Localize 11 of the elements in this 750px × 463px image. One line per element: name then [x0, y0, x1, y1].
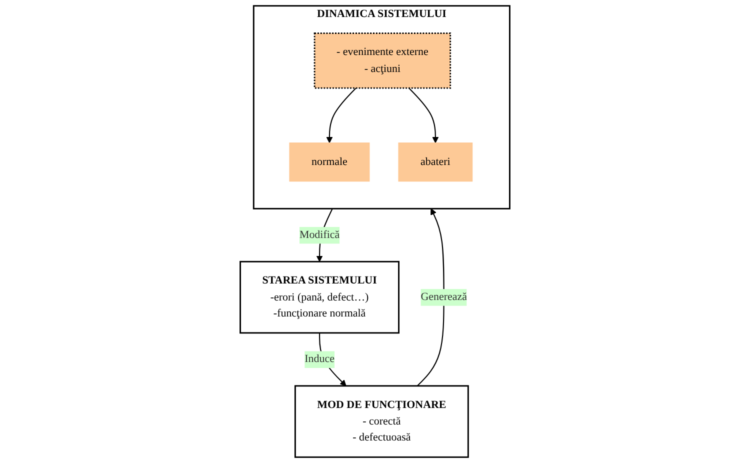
node-box: normale: [289, 142, 370, 182]
edge-label: Modifică: [299, 229, 340, 241]
node-box: - evenimente externe - acţiuni: [314, 32, 452, 89]
arrow: [326, 88, 356, 144]
arrow: [416, 208, 444, 386]
node-box: abateri: [398, 142, 473, 182]
edge-label: Generează: [420, 291, 467, 303]
node-box: MOD DE FUNCŢIONARE - corectă - defectuoasă: [294, 385, 469, 458]
edge-label: Induce: [304, 353, 334, 366]
arrow: [408, 88, 439, 144]
node-box: STAREA SISTEMULUI -erori (pană, defect…) -funcţionare normală: [240, 260, 400, 334]
